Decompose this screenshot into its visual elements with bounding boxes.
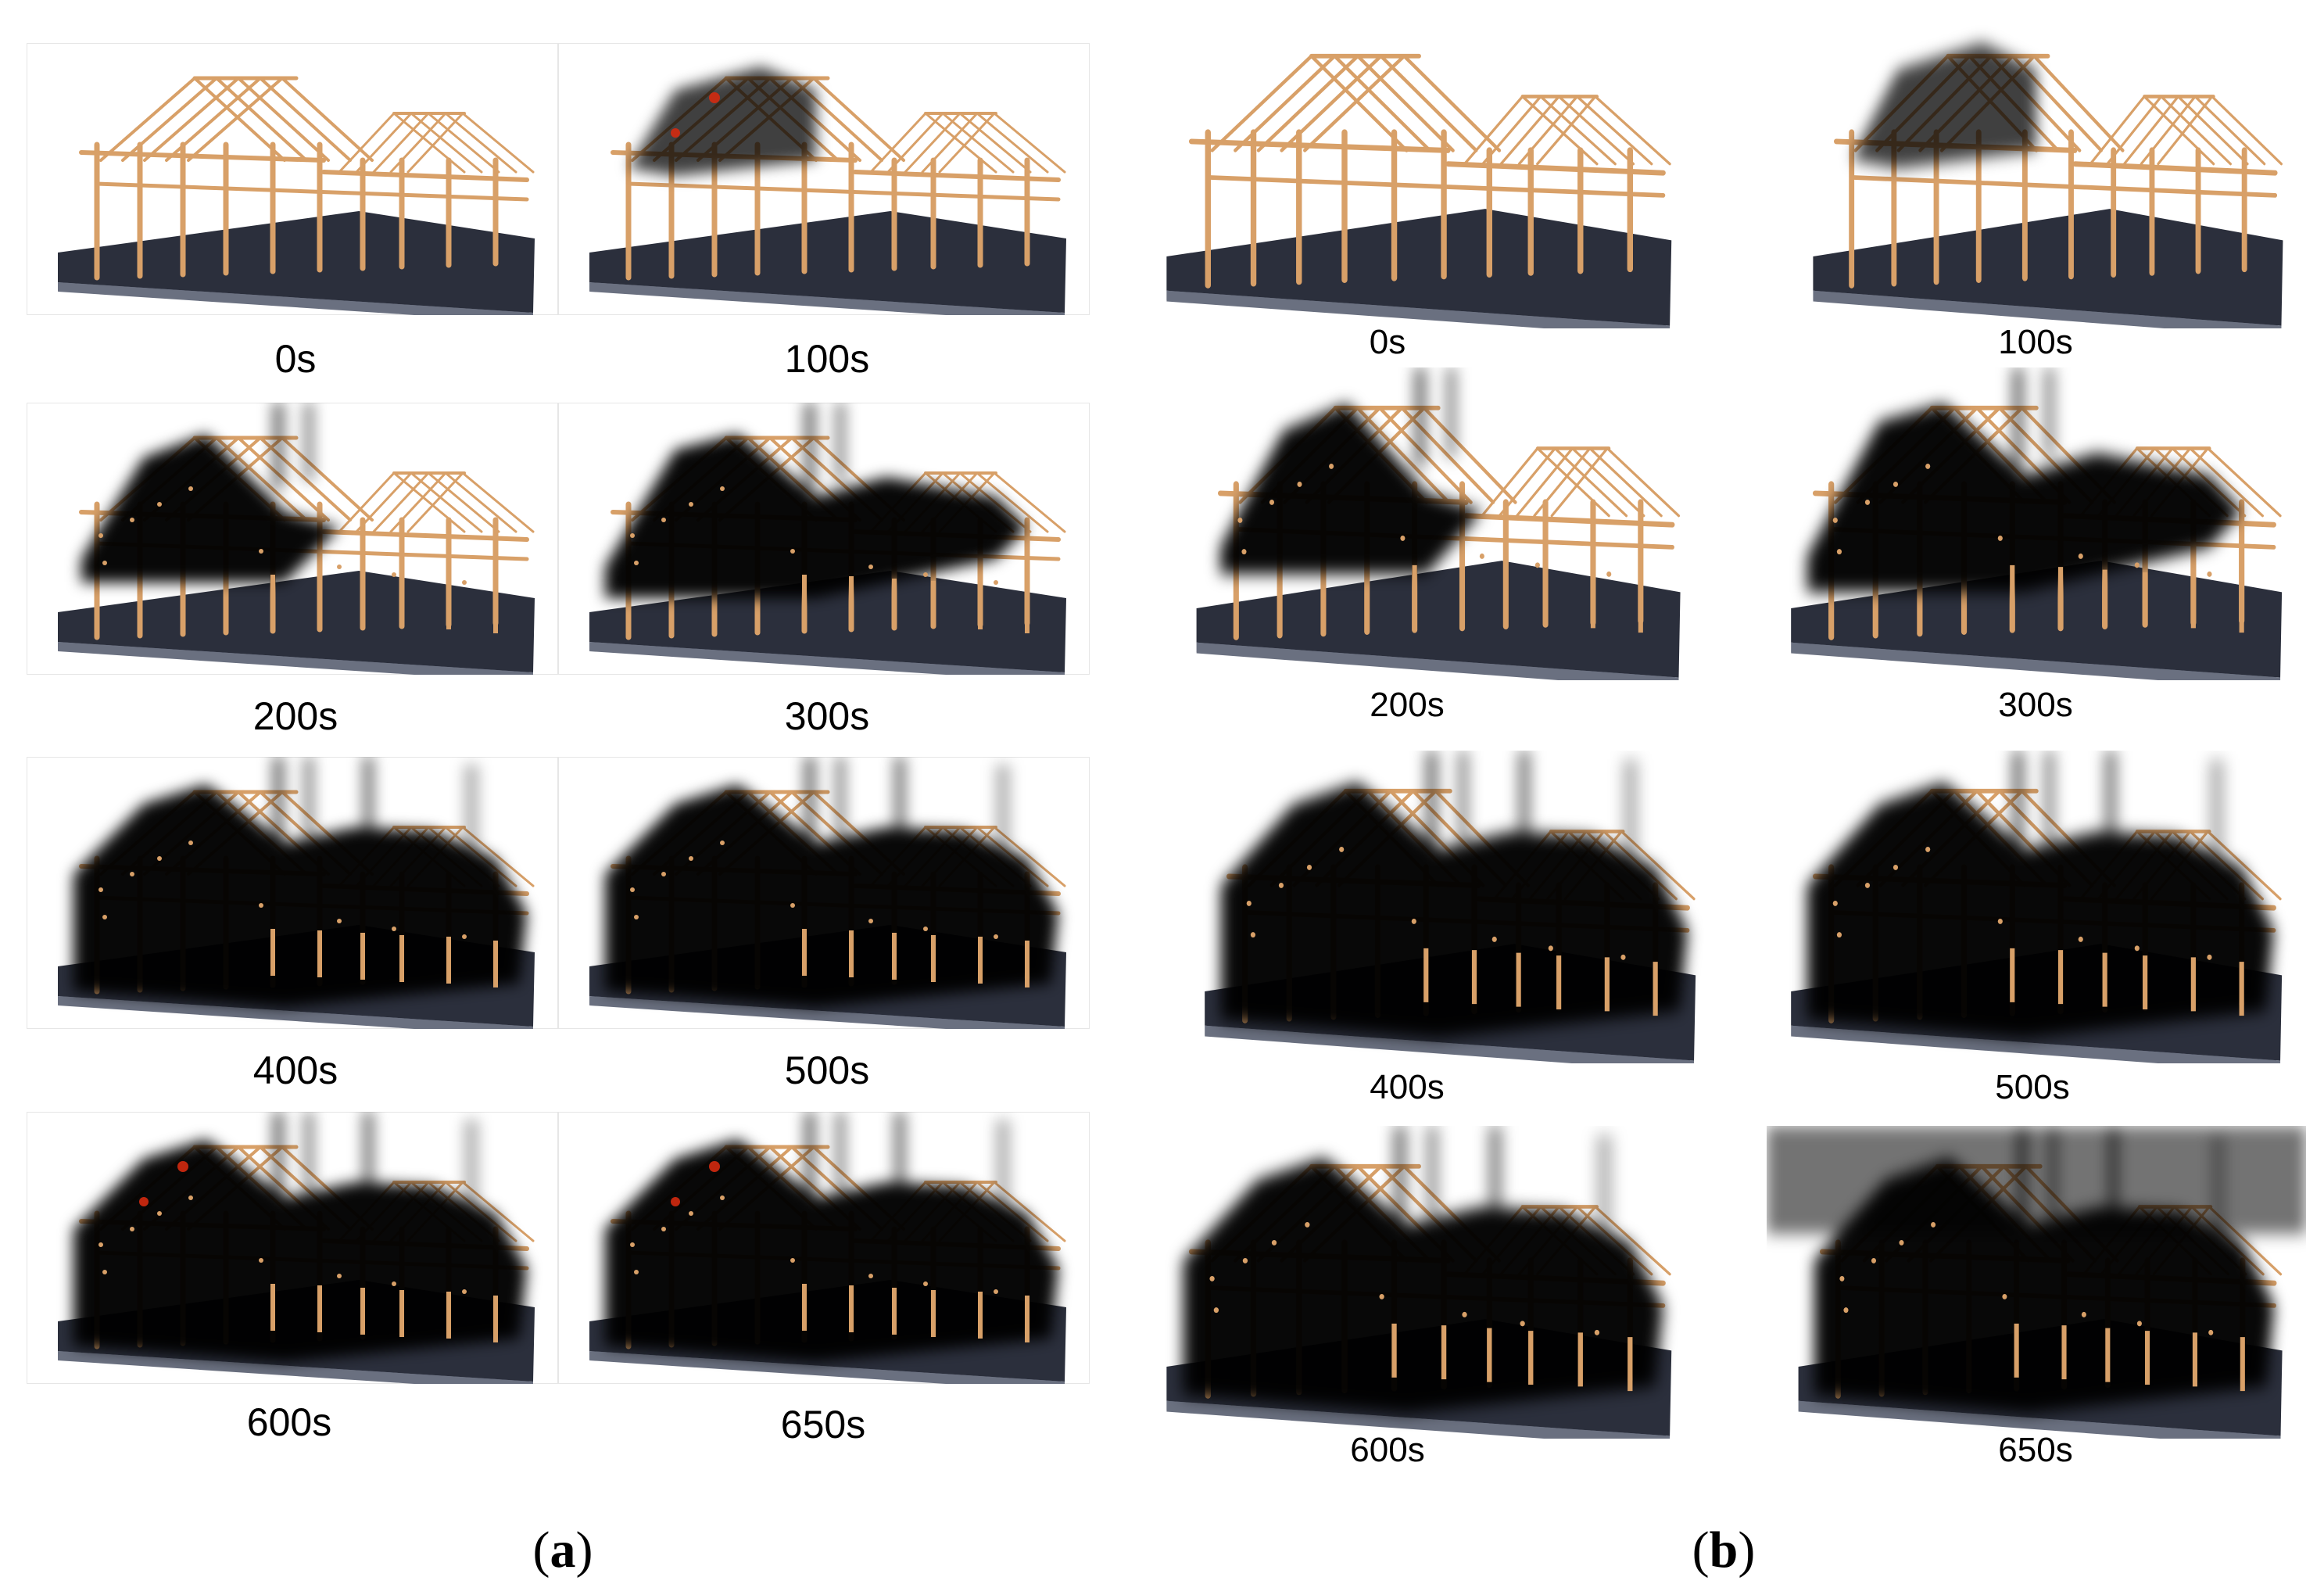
label-open: ( <box>532 1522 550 1579</box>
building-scene-image <box>1166 1126 1672 1439</box>
time-label: 400s <box>252 1048 338 1092</box>
frame-a-8 <box>558 1112 1090 1384</box>
frame-a-5 <box>27 757 558 1029</box>
time-label: 600s <box>1350 1431 1425 1469</box>
time-label: 500s <box>1995 1068 2070 1106</box>
time-label: 650s <box>1998 1431 2073 1469</box>
time-label: 400s <box>1370 1068 1445 1106</box>
building-scene-image <box>589 66 1066 315</box>
frame-b-3 <box>1165 367 1704 680</box>
time-label: 0s <box>1369 323 1406 361</box>
building-scene-image <box>1813 42 2283 328</box>
label-letter: b <box>1709 1522 1739 1579</box>
time-label: 200s <box>1370 686 1445 724</box>
panel-label-a: (a) <box>533 1521 593 1580</box>
building-scene-image <box>1791 367 2283 680</box>
time-label: 500s <box>784 1048 870 1092</box>
frame-b-5 <box>1173 751 1720 1063</box>
time-label: 300s <box>784 694 870 738</box>
time-label: 600s <box>246 1400 332 1444</box>
frame-b-8 <box>1767 1126 2306 1439</box>
label-close: ) <box>575 1522 593 1579</box>
building-scene-image <box>1196 367 1681 680</box>
time-label: 100s <box>784 337 870 381</box>
time-label: 650s <box>780 1403 866 1446</box>
frame-a-7 <box>27 1112 558 1384</box>
building-scene-image <box>1767 1126 2306 1439</box>
building-scene-image <box>1791 751 2283 1063</box>
frame-b-7 <box>1133 1126 1696 1439</box>
building-scene-image <box>58 1112 535 1384</box>
frame-b-1 <box>1133 16 1696 328</box>
frame-a-6 <box>558 757 1090 1029</box>
building-scene-image <box>589 403 1066 675</box>
label-close: ) <box>1738 1522 1756 1579</box>
building-scene-image <box>589 757 1066 1029</box>
panel-label-b: (b) <box>1692 1521 1756 1580</box>
frame-a-3 <box>27 403 558 675</box>
building-scene-image <box>1205 751 1696 1063</box>
building-scene-image <box>58 757 535 1029</box>
time-label: 100s <box>1998 323 2073 361</box>
frame-a-1 <box>27 43 558 315</box>
building-scene-image <box>58 76 535 315</box>
frame-b-4 <box>1759 367 2306 680</box>
building-scene-image <box>58 403 535 675</box>
frame-b-6 <box>1759 751 2306 1063</box>
label-open: ( <box>1692 1522 1710 1579</box>
frame-a-2 <box>558 43 1090 315</box>
frame-a-4 <box>558 403 1090 675</box>
time-label: 0s <box>274 337 317 381</box>
frame-b-2 <box>1782 16 2306 328</box>
label-letter: a <box>550 1522 576 1579</box>
building-scene-image <box>589 1112 1066 1384</box>
time-label: 200s <box>252 694 338 738</box>
time-label: 300s <box>1998 686 2073 724</box>
building-scene-image <box>1166 53 1672 328</box>
